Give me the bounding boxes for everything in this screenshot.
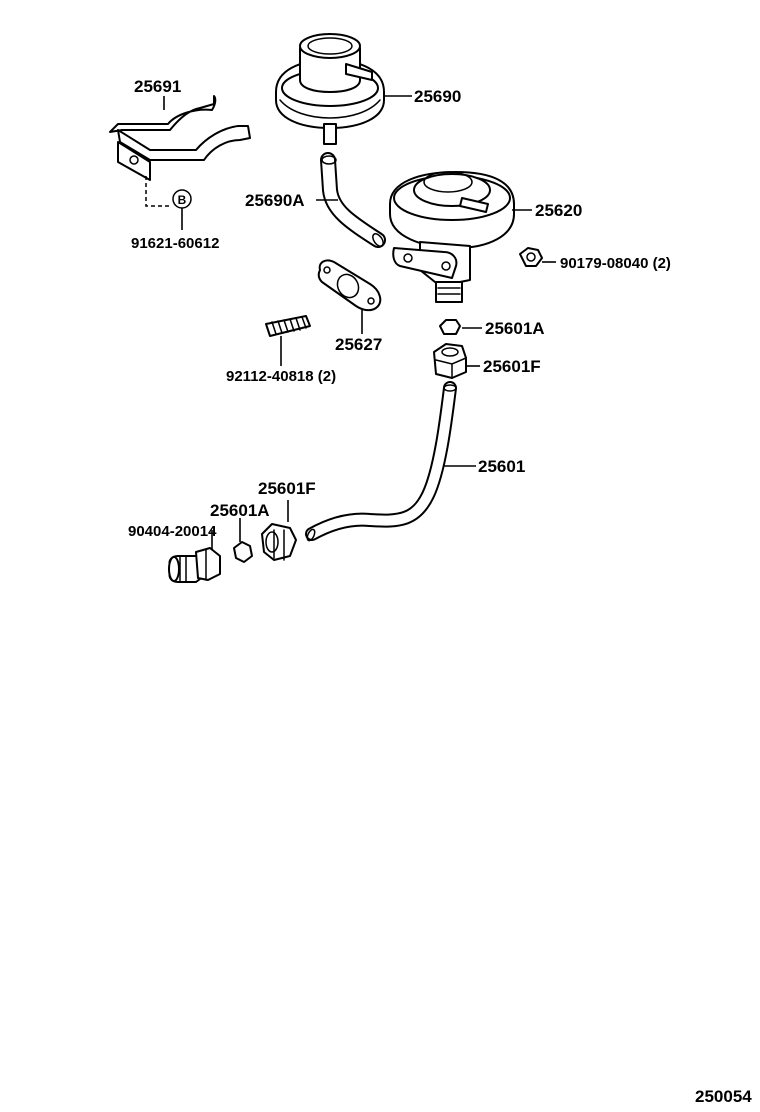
vacuum-hose-part[interactable] xyxy=(320,152,386,248)
label-25690a: 25690A xyxy=(245,191,305,210)
egr-valve-part[interactable] xyxy=(389,171,515,303)
union-bottom-part[interactable] xyxy=(233,541,253,563)
vacuum-modulator-part[interactable] xyxy=(275,33,385,145)
label-25620: 25620 xyxy=(535,201,582,220)
figure-number: 250054 xyxy=(695,1087,752,1106)
label-25627: 25627 xyxy=(335,335,382,354)
egr-pipe-part[interactable] xyxy=(305,381,457,542)
label-91621-60612: 91621-60612 xyxy=(131,235,219,252)
flange-nut-part[interactable] xyxy=(519,247,543,267)
connector-part[interactable] xyxy=(168,547,221,583)
label-90404-20014: 90404-20014 xyxy=(128,523,217,540)
label-25690: 25690 xyxy=(414,87,461,106)
bracket-part[interactable] xyxy=(109,95,251,181)
label-25691: 25691 xyxy=(134,77,181,96)
bolt-marker-b: B xyxy=(178,193,187,207)
label-92112-40818: 92112-40818 (2) xyxy=(226,368,336,385)
bolt-part[interactable]: B xyxy=(145,176,192,230)
union-nut-top-part[interactable] xyxy=(433,343,467,379)
stud-bolt-part[interactable] xyxy=(265,315,311,337)
label-25601f-bottom: 25601F xyxy=(258,479,316,498)
leader-lines xyxy=(163,95,556,550)
label-25601a-top: 25601A xyxy=(485,319,545,338)
label-90179-08040: 90179-08040 (2) xyxy=(560,255,671,272)
label-25601: 25601 xyxy=(478,457,525,476)
union-nut-bottom-part[interactable] xyxy=(261,523,297,561)
union-top-part[interactable] xyxy=(439,319,461,335)
gasket-part[interactable] xyxy=(317,259,382,312)
label-25601f-top: 25601F xyxy=(483,357,541,376)
label-25601a-bottom: 25601A xyxy=(210,501,270,520)
